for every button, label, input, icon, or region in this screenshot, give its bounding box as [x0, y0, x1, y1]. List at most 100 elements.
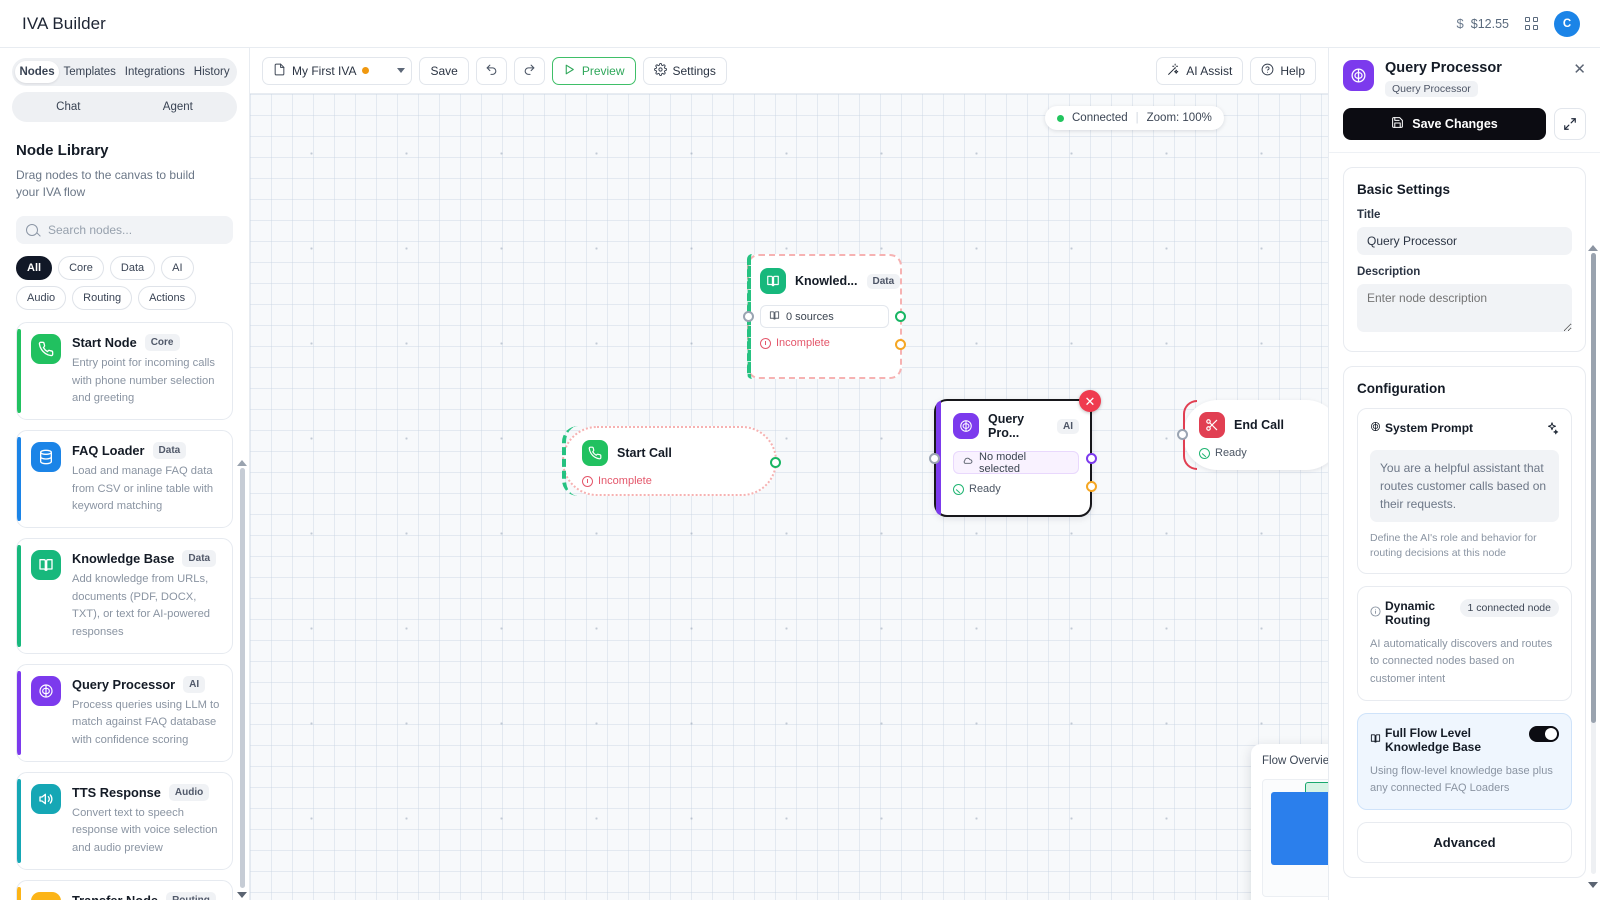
library-node-faq-loader[interactable]: FAQ Loader Data Load and manage FAQ data… [16, 430, 233, 529]
expand-icon[interactable] [1554, 108, 1586, 140]
canvas-node-end-call[interactable]: End Call Ready [1177, 400, 1328, 470]
system-prompt-value[interactable]: You are a helpful assistant that routes … [1370, 450, 1559, 522]
sidebar-scroll-up-arrow[interactable] [237, 460, 247, 467]
query-input-port[interactable] [929, 453, 940, 464]
library-node-query-processor[interactable]: Query Processor AI Process queries using… [16, 663, 233, 762]
tab-integrations[interactable]: Integrations [124, 66, 185, 78]
filter-chip-audio[interactable]: Audio [16, 286, 67, 311]
sidebar-scroll-down-arrow[interactable] [237, 892, 247, 898]
query-output-port[interactable] [1086, 453, 1097, 464]
save-button[interactable]: Save [419, 56, 469, 85]
knowledge-input-port[interactable] [743, 311, 754, 322]
filter-chip-all[interactable]: All [16, 256, 53, 281]
description-field[interactable] [1357, 284, 1572, 332]
library-node-tts-response[interactable]: TTS Response Audio Convert text to speec… [16, 771, 233, 871]
canvas-node-start-call[interactable]: Start Call Incomplete [562, 426, 781, 496]
canvas-toolbar: My First IVA Save [250, 48, 1328, 94]
preview-button[interactable]: Preview [551, 56, 636, 85]
library-node-heading: TTS Response Audio [72, 783, 220, 801]
knowledge-output-port[interactable] [895, 311, 906, 322]
canvas-node-knowledge[interactable]: Knowled... Data 0 sources Incomplete [743, 254, 906, 379]
close-icon[interactable]: ✕ [1079, 390, 1101, 412]
warning-icon [582, 475, 593, 487]
inspector-actions: Save Changes [1329, 97, 1600, 153]
close-icon[interactable]: ✕ [1573, 61, 1586, 78]
undo-button[interactable] [475, 56, 507, 85]
tab-templates[interactable]: Templates [63, 66, 116, 78]
advanced-section[interactable]: Advanced [1357, 821, 1572, 863]
sidebar-primary-tabs: Nodes Templates Integrations History [12, 58, 237, 86]
tab-nodes[interactable]: Nodes [15, 61, 60, 83]
query-alt-output-port[interactable] [1086, 481, 1097, 492]
flow-overview-title: Flow Overview [1262, 754, 1328, 767]
full-flow-kb-toggle[interactable] [1529, 725, 1559, 742]
inspector-header: Query Processor Query Processor ✕ [1329, 48, 1600, 97]
ai-assist-button[interactable]: AI Assist [1156, 56, 1244, 85]
search-input[interactable] [46, 222, 223, 239]
knowledge-sources-field[interactable]: 0 sources [760, 305, 889, 328]
flow-selector[interactable]: My First IVA [262, 56, 413, 85]
knowledge-alt-output-port[interactable] [895, 339, 906, 350]
library-node-name: FAQ Loader [72, 443, 145, 459]
inspector-node-title: Query Processor [1385, 60, 1502, 76]
zoom-level: Zoom: 100% [1146, 112, 1212, 124]
accent-bar [17, 545, 21, 647]
library-node-heading: Start Node Core [72, 334, 220, 352]
canvas-node-header: Query Pro... AI [953, 412, 1079, 440]
library-node-name: Start Node [72, 335, 137, 351]
title-field[interactable] [1357, 227, 1572, 255]
filter-chip-routing[interactable]: Routing [72, 286, 133, 311]
avatar[interactable]: C [1554, 10, 1580, 37]
canvas-node-badge: AI [1057, 418, 1079, 434]
canvas-node-header: Knowled... Data [760, 268, 901, 294]
grid-apps-icon[interactable] [1525, 17, 1538, 30]
flow-overview-minimap[interactable] [1262, 779, 1328, 897]
query-model-field[interactable]: No model selected [953, 450, 1079, 475]
sparkle-icon[interactable] [1545, 421, 1559, 440]
library-node-transfer-node[interactable]: Transfer Node Routing Transfer call to a… [16, 880, 233, 900]
flow-edges [250, 94, 550, 244]
tab-history[interactable]: History [193, 66, 230, 78]
call-forward-icon [31, 892, 61, 900]
end-input-port[interactable] [1177, 429, 1188, 440]
credit-balance[interactable]: $ $12.55 [1457, 16, 1509, 31]
filter-chip-core[interactable]: Core [58, 256, 104, 281]
redo-button[interactable] [513, 56, 545, 85]
node-library-header: Node Library Drag nodes to the canvas to… [0, 130, 249, 202]
inspector-scroll-thumb[interactable] [1591, 253, 1596, 723]
description-field-label: Description [1357, 266, 1421, 278]
settings-button[interactable]: Settings [642, 56, 727, 85]
filter-chip-actions[interactable]: Actions [138, 286, 197, 311]
filter-chip-ai[interactable]: AI [161, 256, 194, 281]
play-icon [563, 63, 576, 79]
brain-icon [953, 413, 979, 439]
library-node-start-node[interactable]: Start Node Core Entry point for incoming… [16, 322, 233, 421]
tab-chat[interactable]: Chat [56, 101, 81, 113]
sidebar-scroll-thumb[interactable] [240, 468, 245, 889]
sidebar-scrollbar[interactable] [240, 468, 245, 889]
tab-agent[interactable]: Agent [162, 101, 193, 113]
help-button[interactable]: Help [1250, 56, 1316, 85]
library-node-knowledge-base[interactable]: Knowledge Base Data Add knowledge from U… [16, 538, 233, 654]
start-output-port[interactable] [770, 457, 781, 468]
connection-status: Connected [1072, 112, 1128, 124]
book-icon [760, 268, 786, 294]
query-model-value: No model selected [979, 450, 1027, 475]
library-node-heading: Query Processor AI [72, 675, 220, 693]
redo-icon [523, 63, 536, 79]
sidebar: Nodes Templates Integrations History Cha… [0, 48, 250, 900]
flow-canvas[interactable]: Connected | Zoom: 100% [250, 94, 1328, 900]
canvas-node-status: Incomplete [760, 337, 889, 349]
inspector-scrollbar[interactable] [1591, 253, 1596, 874]
inspector-scroll-down-arrow[interactable] [1588, 882, 1598, 888]
canvas-node-query-processor[interactable]: ✕ Query Pro... AI No model selected [929, 390, 1101, 517]
inspector-body[interactable]: Basic Settings Title Description Configu… [1329, 153, 1600, 900]
inspector-scroll-up-arrow[interactable] [1588, 245, 1598, 251]
filter-chip-data[interactable]: Data [109, 256, 156, 281]
search-nodes-box[interactable] [16, 215, 233, 245]
flow-overview-panel[interactable]: Flow Overview ✕ 4 nodes • 3 connections [1251, 744, 1328, 900]
status-divider: | [1135, 112, 1139, 124]
chevron-down-icon[interactable] [397, 68, 406, 73]
save-changes-button[interactable]: Save Changes [1343, 108, 1546, 140]
